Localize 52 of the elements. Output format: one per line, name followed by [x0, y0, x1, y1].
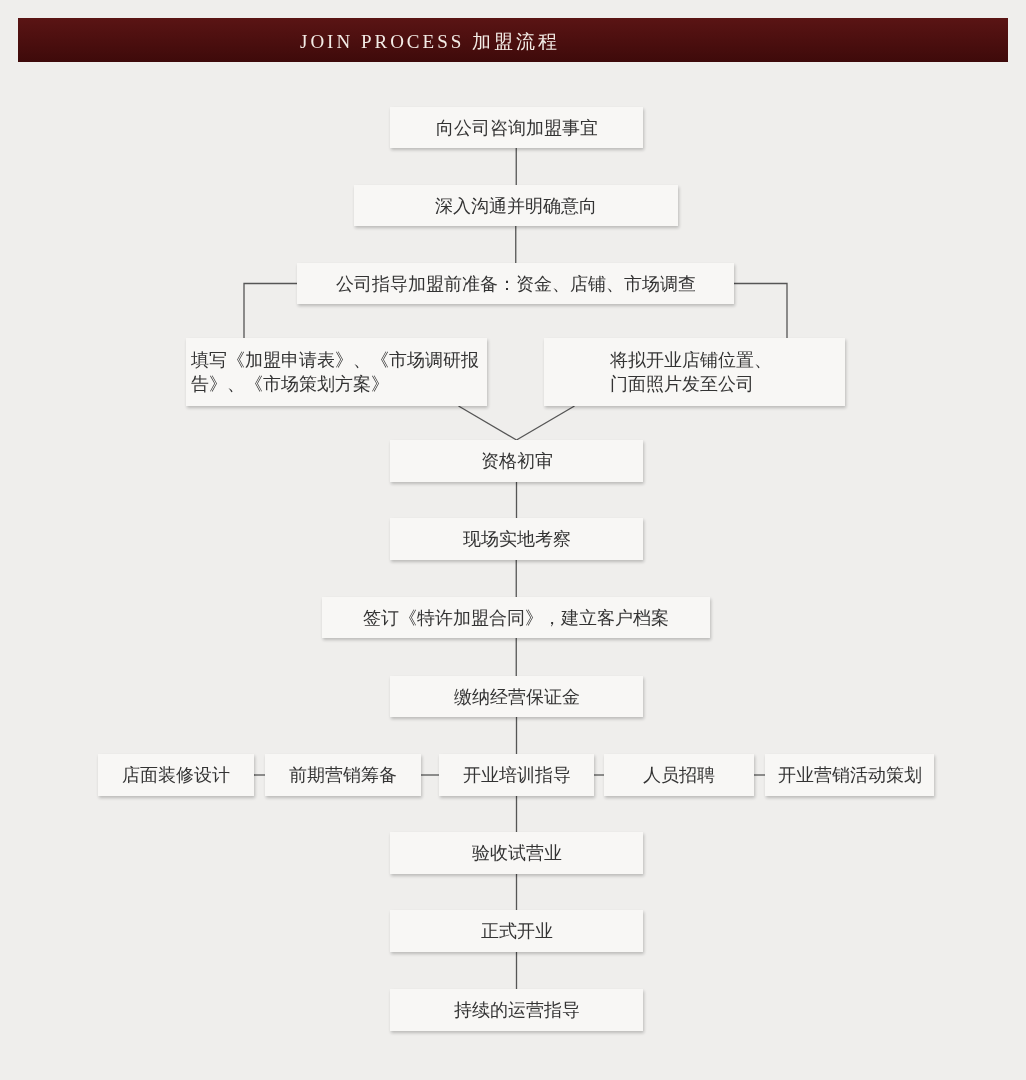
step-text: 开业培训指导 [462, 763, 571, 787]
process-box [186, 338, 487, 406]
step-text: 人员招聘 [643, 763, 715, 787]
step-text: 验收试营业 [471, 841, 562, 865]
process-box [390, 989, 643, 1031]
step-text: 开业营销活动策划 [777, 763, 922, 787]
connector-line [515, 637, 517, 677]
process-box [98, 754, 254, 796]
connector-line [515, 795, 518, 833]
connector-line [515, 951, 518, 990]
step-text: 深入沟通并明确意向 [435, 193, 597, 218]
connector-line [515, 225, 517, 264]
step-text: 缴纳经营保证金 [453, 684, 580, 709]
process-box [265, 754, 421, 796]
connector-line [733, 282, 788, 339]
process-box [604, 754, 754, 796]
connector-line [457, 405, 518, 441]
connector-line [243, 282, 298, 339]
process-box [765, 754, 934, 796]
process-box [390, 518, 643, 560]
process-box [390, 676, 643, 717]
process-box [354, 185, 678, 226]
process-box [297, 263, 734, 304]
step-text: 店面装修设计 [122, 763, 230, 787]
step-text: 现场实地考察 [462, 527, 571, 551]
connector-line [515, 873, 518, 911]
step-text: 向公司咨询加盟事宜 [435, 115, 598, 140]
step-text: 持续的运营指导 [453, 998, 580, 1022]
connector-line [253, 774, 266, 776]
connector-line [515, 716, 518, 755]
step-text: 填写《加盟申请表》、《市场调研报告》、《市场策划方案》 [190, 348, 480, 396]
process-box [322, 597, 710, 638]
step-text: 将拟开业店铺位置、门面照片发至公司 [609, 348, 773, 396]
process-box [439, 754, 594, 796]
connector-line [753, 774, 766, 776]
step-text: 签订《特许加盟合同》，建立客户档案 [363, 605, 669, 630]
process-box [390, 910, 643, 952]
process-box [390, 107, 643, 148]
process-box [544, 338, 845, 406]
connector-line [420, 774, 440, 776]
step-text: 资格初审 [480, 449, 553, 473]
title: JOIN PROCESS 加盟流程 [300, 30, 561, 54]
step-text: 正式开业 [480, 919, 553, 943]
step-text: 公司指导加盟前准备：资金、店铺、市场调查 [335, 271, 696, 296]
process-box [390, 832, 643, 874]
connector-line [515, 481, 518, 519]
connector-line [515, 559, 517, 598]
process-box [390, 440, 643, 482]
connector-line [515, 147, 517, 186]
step-text: 前期营销筹备 [289, 763, 397, 787]
connector-line [515, 405, 576, 441]
connector-line [593, 774, 605, 776]
